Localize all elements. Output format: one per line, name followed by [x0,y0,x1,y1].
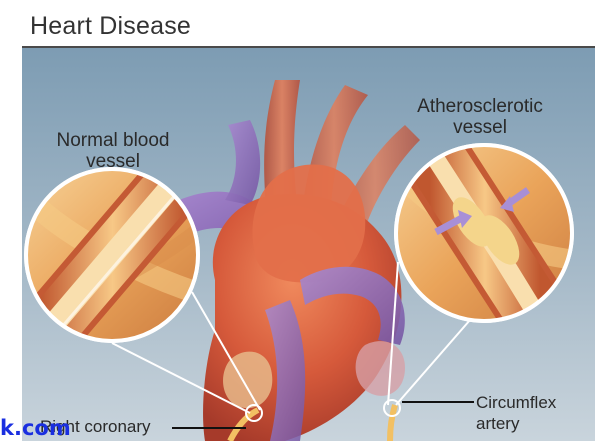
atherosclerotic-label-line2: vessel [390,117,570,138]
normal-vessel-label: Normal blood vessel [24,130,202,172]
atherosclerotic-label-line1: Atherosclerotic [390,96,570,117]
circumflex-artery-label: Circumflex artery [476,392,556,434]
normal-vessel-label-line1: Normal blood [24,130,202,151]
circumflex-label-line2: artery [476,413,556,434]
normal-vessel-label-line2: vessel [24,151,202,172]
watermark-text: k.com [0,416,71,440]
atherosclerotic-vessel-label: Atherosclerotic vessel [390,96,570,138]
circumflex-label-line1: Circumflex [476,392,556,413]
